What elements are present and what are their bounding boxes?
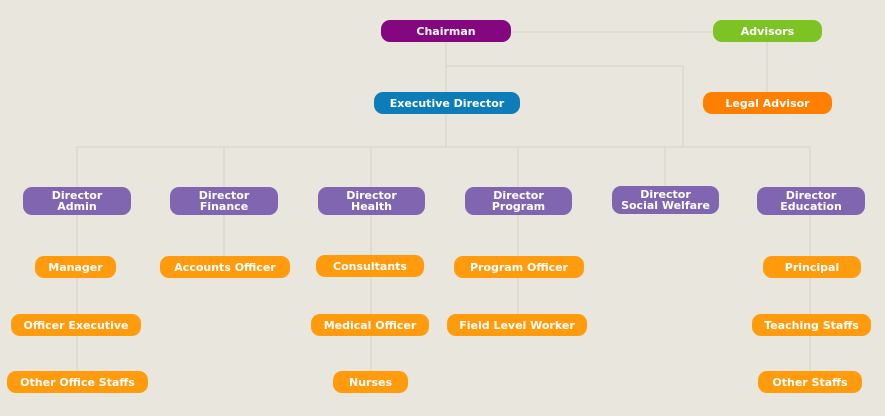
director-label: Director bbox=[640, 188, 691, 201]
director-label: Director bbox=[198, 189, 250, 202]
legal-advisor-node[interactable]: Legal Advisor bbox=[703, 92, 832, 114]
staff-node-program-officer[interactable]: Program Officer bbox=[454, 256, 584, 278]
director-label: Director bbox=[785, 189, 837, 202]
chairman-node[interactable]: Chairman bbox=[381, 20, 511, 42]
chairman-branch-line bbox=[446, 65, 684, 147]
director-dept: Program bbox=[491, 200, 546, 213]
staff-node-teaching-staffs[interactable]: Teaching Staffs bbox=[752, 314, 871, 336]
staff-node-other-office-staffs[interactable]: Other Office Staffs bbox=[7, 371, 148, 393]
advisors-node[interactable]: Advisors bbox=[713, 20, 822, 42]
executive-director-node[interactable]: Executive Director bbox=[374, 92, 520, 114]
staff-node-principal[interactable]: Principal bbox=[763, 256, 861, 278]
director-dept: Social Welfare bbox=[621, 199, 710, 212]
director-dept: Health bbox=[351, 200, 392, 213]
staff-node-medical-officer[interactable]: Medical Officer bbox=[311, 314, 429, 336]
director-dept: Admin bbox=[57, 200, 97, 213]
staff-node-field-level-worker[interactable]: Field Level Worker bbox=[447, 314, 587, 336]
staff-node-consultants[interactable]: Consultants bbox=[316, 255, 424, 277]
staff-node-nurses[interactable]: Nurses bbox=[333, 371, 408, 393]
staff-node-other-staffs[interactable]: Other Staffs bbox=[758, 371, 862, 393]
director-dept: Education bbox=[780, 200, 842, 213]
director-label: Director bbox=[346, 189, 397, 202]
director-label: Director bbox=[493, 189, 544, 202]
staff-node-manager[interactable]: Manager bbox=[35, 256, 116, 278]
staff-node-accounts-officer[interactable]: Accounts Officer bbox=[160, 256, 290, 278]
director-dept: Finance bbox=[199, 200, 249, 213]
director-label: Director bbox=[51, 189, 103, 202]
staff-node-officer-executive[interactable]: Officer Executive bbox=[11, 314, 141, 336]
